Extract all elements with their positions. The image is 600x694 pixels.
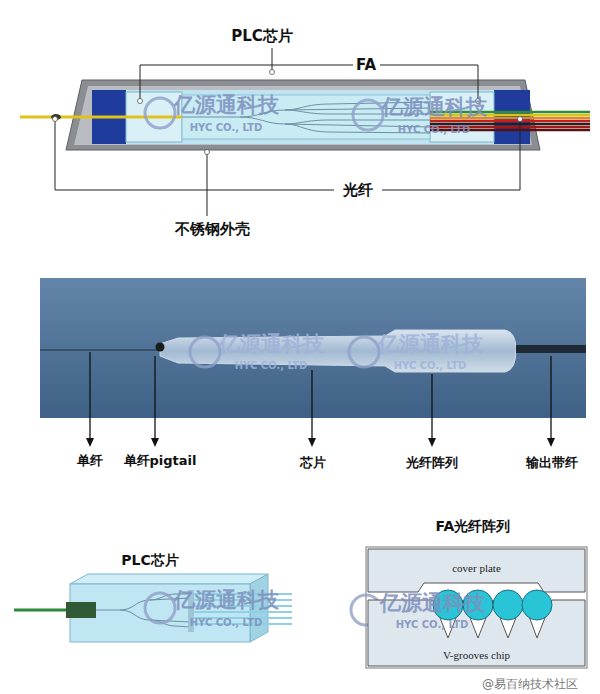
watermark: HYC CO., LTD [398, 124, 471, 135]
watermark: 亿源通科技 [219, 330, 324, 358]
cover-plate: cover plate [368, 549, 585, 592]
part-label: PLC芯片 [121, 552, 178, 570]
watermark: HYC CO., LTD [396, 619, 469, 630]
part-label: FA光纤阵列 [436, 518, 511, 536]
part-label: cover plate [368, 562, 585, 574]
part-label: FA [356, 56, 376, 74]
watermark: HYC CO., LTD [235, 360, 308, 371]
watermark: 亿源通科技 [380, 589, 485, 617]
watermark: 亿源通科技 [174, 586, 279, 614]
part-label: 不锈钢外壳 [175, 220, 250, 239]
part-label: 光纤 [343, 181, 373, 200]
part-label: 输出带纤 [526, 454, 578, 472]
watermark: HYC CO., LTD [190, 122, 263, 133]
part-label: 单纤 [77, 452, 103, 470]
watermark: 亿源通科技 [378, 330, 483, 358]
source-credit: @易百纳技术社区 [482, 676, 578, 693]
part-label: 光纤阵列 [406, 454, 458, 472]
watermark: 亿源通科技 [382, 93, 487, 121]
part-label: 芯片 [300, 454, 326, 472]
part-label: V-grooves chip [368, 649, 585, 661]
part-label: 单纤pigtail [124, 452, 197, 470]
part-label: PLC芯片 [231, 27, 293, 46]
watermark: 亿源通科技 [174, 91, 279, 119]
watermark: HYC CO., LTD [190, 617, 263, 628]
watermark: HYC CO., LTD [394, 360, 467, 371]
